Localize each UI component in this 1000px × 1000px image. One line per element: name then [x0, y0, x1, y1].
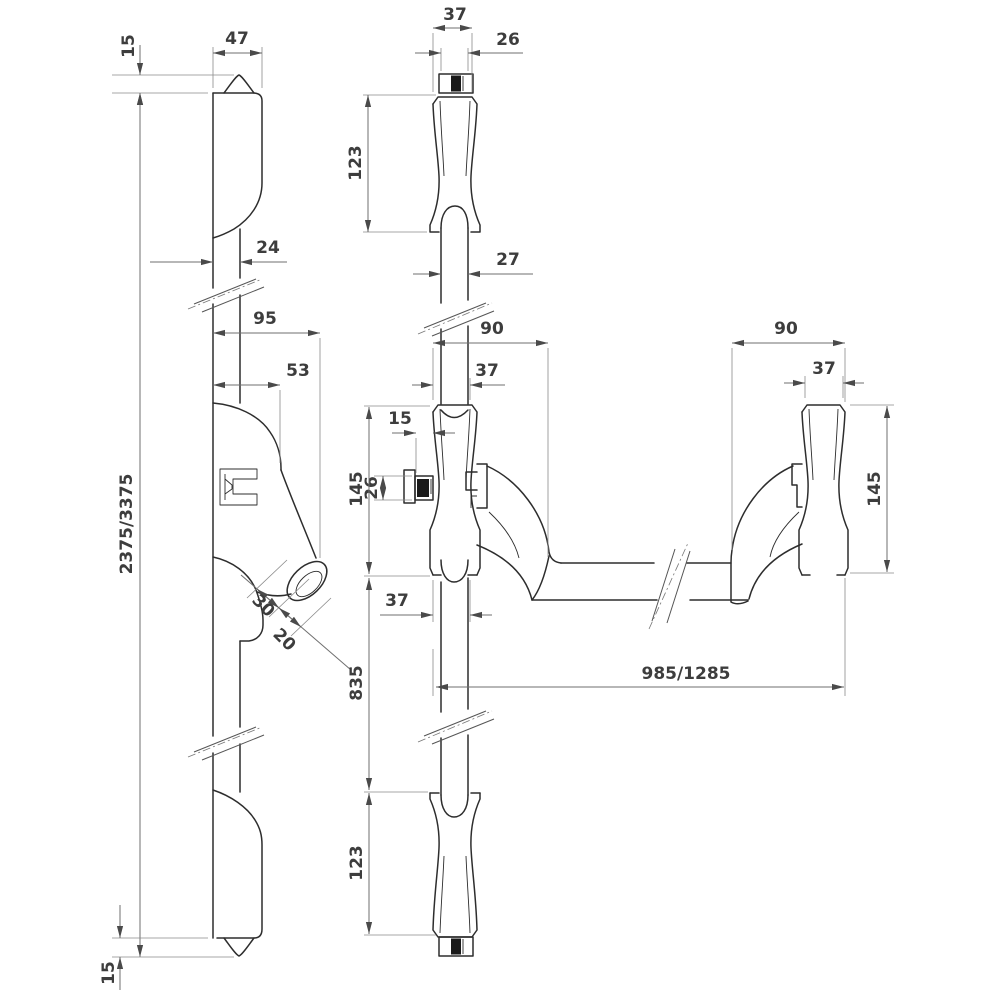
spindle-bolt [403, 469, 434, 504]
dim-label-rod-width-front: 27 [496, 250, 520, 270]
top-rod-cover [429, 96, 481, 233]
dim-label-rod-mid-length: 835 [347, 665, 367, 701]
center-case-cover [429, 404, 481, 583]
dim-label-tip-bottom: 15 [99, 961, 119, 985]
left-side-view: 47 15 2375/3375 15 24 95 53 30 [99, 29, 352, 990]
right-handle-arm [730, 465, 803, 605]
dim-label-bar-reach-center: 90 [480, 319, 504, 339]
dim-label-cover-width-lower: 37 [385, 591, 409, 611]
dim-label-cap-width: 47 [225, 29, 249, 49]
dim-label-handle-reach: 95 [253, 309, 277, 329]
handle-bracket [465, 463, 488, 509]
handle-arm [476, 465, 562, 601]
dim-label-cover-width-top: 37 [443, 5, 467, 25]
dim-label-rod-top-length: 123 [346, 145, 366, 181]
top-end-cap [438, 73, 474, 94]
bottom-tip [223, 937, 255, 957]
spindle-follower [219, 468, 258, 506]
dim-label-spindle-offset: 15 [388, 409, 412, 429]
dim-label-grip-depth: 20 [269, 625, 300, 656]
dim-label-bar-length: 985/1285 [641, 664, 730, 684]
lock-case-side [212, 402, 282, 471]
front-view: 37 26 123 27 90 37 15 26 [346, 5, 846, 957]
dim-label-case-reach: 53 [286, 361, 310, 381]
dim-label-tip-top: 15 [119, 34, 139, 58]
top-cap-side [212, 92, 263, 239]
dim-label-bar-reach-right: 90 [774, 319, 798, 339]
dim-label-cover-width-upper: 37 [475, 361, 499, 381]
break-line [193, 278, 257, 305]
dim-label-overall-length: 2375/3375 [117, 474, 137, 575]
push-bar [531, 542, 749, 630]
right-end-view: 90 37 145 [730, 319, 894, 605]
bottom-end-cap [438, 936, 474, 957]
bottom-rod-cover [429, 792, 481, 938]
dim-label-cap-width-top: 26 [496, 30, 520, 50]
dim-label-case-height-right: 145 [865, 471, 885, 507]
bottom-cap-side [212, 789, 263, 939]
vertical-rod [440, 227, 469, 304]
dim-label-rod-width-side: 24 [256, 238, 280, 258]
top-tip [223, 74, 255, 94]
dim-label-case-height-center: 145 [347, 471, 367, 507]
dim-label-cover-width-right: 37 [812, 359, 836, 379]
right-handle-bracket [791, 463, 803, 508]
dim-label-rod-bottom-length: 123 [347, 845, 367, 881]
right-case-cover [798, 404, 849, 576]
